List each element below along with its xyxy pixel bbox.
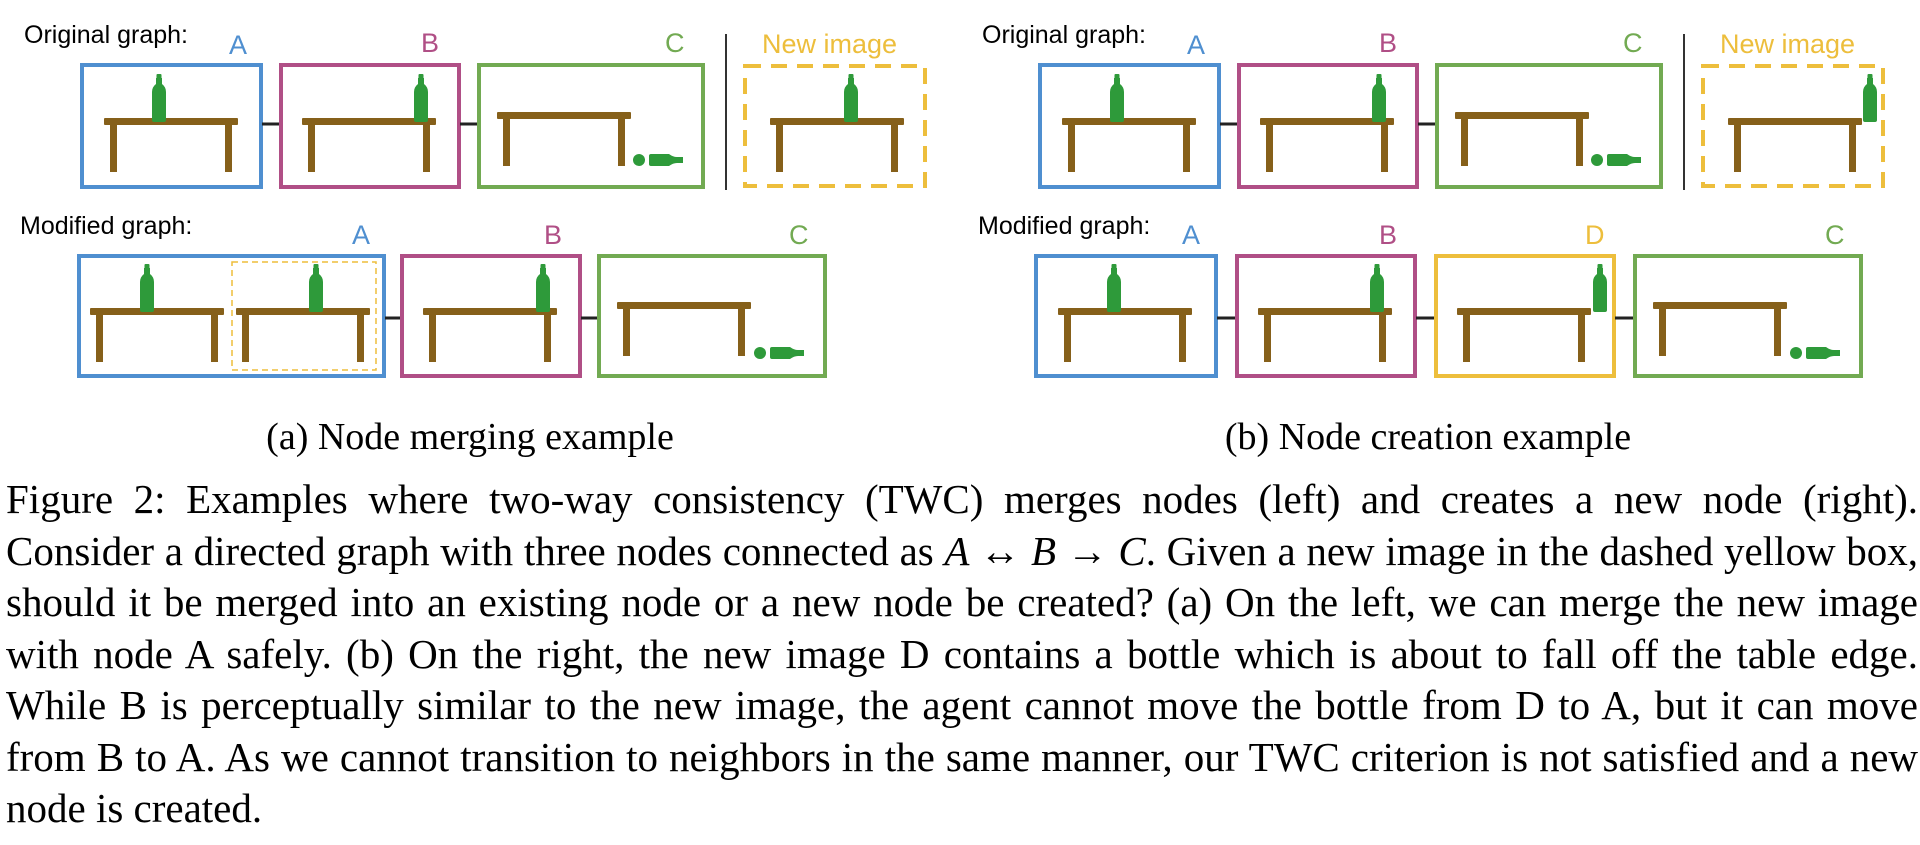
new-image-label: New image xyxy=(762,29,897,59)
node-c-label: C xyxy=(665,28,685,58)
table-icon xyxy=(104,118,238,172)
node-c-label: C xyxy=(789,220,809,250)
modified-graph-label: Modified graph: xyxy=(20,212,192,240)
subcaption-b: (b) Node creation example xyxy=(1225,416,1631,458)
bottle-icon xyxy=(140,264,154,312)
node-a-label: A xyxy=(229,30,247,60)
table-icon xyxy=(1258,308,1392,362)
bottle-icon xyxy=(414,74,428,122)
bottle-icon xyxy=(309,264,323,312)
node-b-frame xyxy=(1237,63,1419,189)
fallen-bottle-icon xyxy=(754,347,804,359)
table-icon xyxy=(236,308,370,362)
caption-text: Figure 2: Examples where two-way consist… xyxy=(6,476,1918,574)
node-c-frame xyxy=(1435,63,1663,189)
node-d-label: D xyxy=(1585,220,1605,250)
edge-bottle-icon xyxy=(1593,264,1607,312)
table-icon xyxy=(1062,118,1196,172)
node-b-label: B xyxy=(421,28,439,58)
new-image-label: New image xyxy=(1720,29,1855,59)
node-c-label: C xyxy=(1825,220,1845,250)
table-icon xyxy=(1457,308,1591,362)
node-a-frame xyxy=(1034,254,1218,378)
merged-node-a-frame xyxy=(77,254,386,378)
node-b-label: B xyxy=(1379,28,1397,58)
original-graph-label: Original graph: xyxy=(982,21,1146,49)
table-icon xyxy=(302,118,436,172)
node-a-frame xyxy=(80,63,263,189)
bottle-icon xyxy=(1370,264,1384,312)
bottle-icon xyxy=(536,264,550,312)
original-graph-label: Original graph: xyxy=(24,21,188,49)
table-icon xyxy=(1260,118,1394,172)
node-a-label: A xyxy=(1182,220,1200,250)
new-image-frame xyxy=(743,64,927,188)
table-icon xyxy=(1728,118,1862,172)
modified-graph-label: Modified graph: xyxy=(978,212,1150,240)
subcaption-a: (a) Node merging example xyxy=(266,416,674,458)
node-c-label: C xyxy=(1623,28,1643,58)
node-a-label: A xyxy=(1187,30,1205,60)
node-c-frame xyxy=(1633,254,1863,378)
fallen-bottle-icon xyxy=(1591,154,1641,166)
bottle-icon xyxy=(1107,264,1121,312)
bottle-icon xyxy=(152,74,166,122)
table-icon xyxy=(770,118,904,172)
node-c-frame xyxy=(477,63,705,189)
panel-b: Original graph: A B C New image Modified… xyxy=(978,21,1885,458)
table-icon xyxy=(1653,302,1787,356)
table-icon xyxy=(1455,112,1589,166)
table-icon xyxy=(617,302,751,356)
node-b-label: B xyxy=(544,220,562,250)
fallen-bottle-icon xyxy=(1790,347,1840,359)
node-b-frame xyxy=(1235,254,1417,378)
caption-math: A ↔ B → C xyxy=(944,527,1146,574)
caption-text: . Given a new image in the dashed yellow… xyxy=(6,527,1918,832)
panel-a: Original graph: A B C New image Modified… xyxy=(20,21,927,458)
node-b-label: B xyxy=(1379,220,1397,250)
node-b-frame xyxy=(279,63,461,189)
fallen-bottle-icon xyxy=(633,154,683,166)
bottle-icon xyxy=(1372,74,1386,122)
node-b-frame xyxy=(400,254,582,378)
table-icon xyxy=(90,308,224,362)
node-c-frame xyxy=(597,254,827,378)
merged-new-image-frame xyxy=(231,261,377,371)
node-a-label: A xyxy=(352,220,370,250)
figure-caption: Figure 2: Examples where two-way consist… xyxy=(6,474,1918,835)
table-icon xyxy=(423,308,557,362)
node-d-frame xyxy=(1434,254,1616,378)
table-icon xyxy=(1058,308,1192,362)
table-icon xyxy=(497,112,631,166)
new-image-frame xyxy=(1701,64,1885,188)
node-a-frame xyxy=(1038,63,1221,189)
edge-bottle-icon xyxy=(1863,74,1877,122)
bottle-icon xyxy=(1110,74,1124,122)
bottle-icon xyxy=(844,74,858,122)
